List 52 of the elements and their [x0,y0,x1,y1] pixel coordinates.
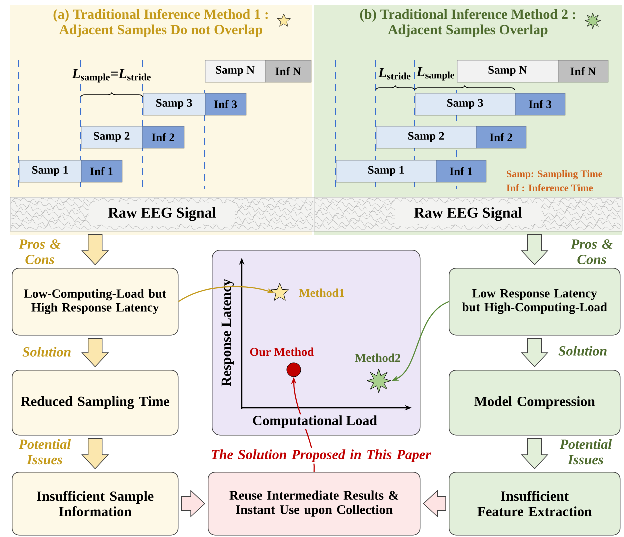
process-box: Insufficient Feature Extraction [449,472,621,536]
method-label: Our Method [250,348,314,356]
block-arrow [521,234,549,266]
edge-label: Pros & Cons [571,240,613,264]
process-box: Low Response Latency but High-Computing-Load [449,268,621,336]
sampling-box: Samp 3 [415,93,516,116]
block-arrow [521,438,549,470]
process-box: Insufficient Sample Information [12,472,179,536]
process-box: Model Compression [449,370,621,436]
length-label: L$_{sample}$=L$_{stride}$ [71,68,153,84]
sampling-box: Samp 2 [376,126,477,149]
sampling-box: Samp N [205,60,266,83]
edge-label: Solution [558,346,607,356]
edge-label: The Solution Proposed in This Paper [212,450,432,462]
process-box: Reduced Sampling Time [12,370,179,436]
point-marker [286,362,302,378]
inference-box: Inf 2 [142,126,185,149]
block-arrow [82,438,110,470]
inference-box: Inf 1 [81,160,123,183]
process-box: Reuse Intermediate Results & Instant Use upon Collection [208,472,421,536]
block-arrow [423,490,446,518]
inference-box: Inf 3 [515,93,566,116]
edge-label: Potential Issues [18,439,72,465]
axis-title: Computational Load [252,414,378,430]
inference-box: Inf 2 [476,126,527,149]
edge-label: Solution [22,347,71,357]
sampling-box: Samp 3 [143,93,206,116]
process-box: Low-Computing-Load but High Response Latency [12,268,179,336]
edge-label: Potential Issues [560,439,612,465]
block-arrow [82,234,110,266]
chart-panel [212,250,421,436]
note: Samp: Sampling Time [507,170,602,180]
inference-box: Inf N [558,60,609,83]
length-label: L$_{stride}$ [378,67,412,81]
method-label: Method1 [299,288,344,298]
block-arrow [181,490,206,518]
edge-label: Pros & Cons [19,240,61,264]
sampling-box: Samp 1 [19,160,82,183]
inference-box: Inf 1 [436,160,487,183]
note: Inf : Inference Time [506,184,594,192]
sampling-box: Samp N [457,60,559,83]
block-arrow [521,338,549,368]
sampling-box: Samp 2 [81,126,143,149]
length-label: L$_{sample}$ [416,66,456,82]
method-label: Method2 [355,354,400,362]
block-arrow [82,338,110,368]
star-marker [270,283,290,301]
inference-box: Inf N [265,60,312,83]
axis-title: Response Latency [222,279,234,387]
inference-box: Inf 3 [205,93,247,116]
sampling-box: Samp 1 [336,160,437,183]
star-marker [366,368,392,394]
